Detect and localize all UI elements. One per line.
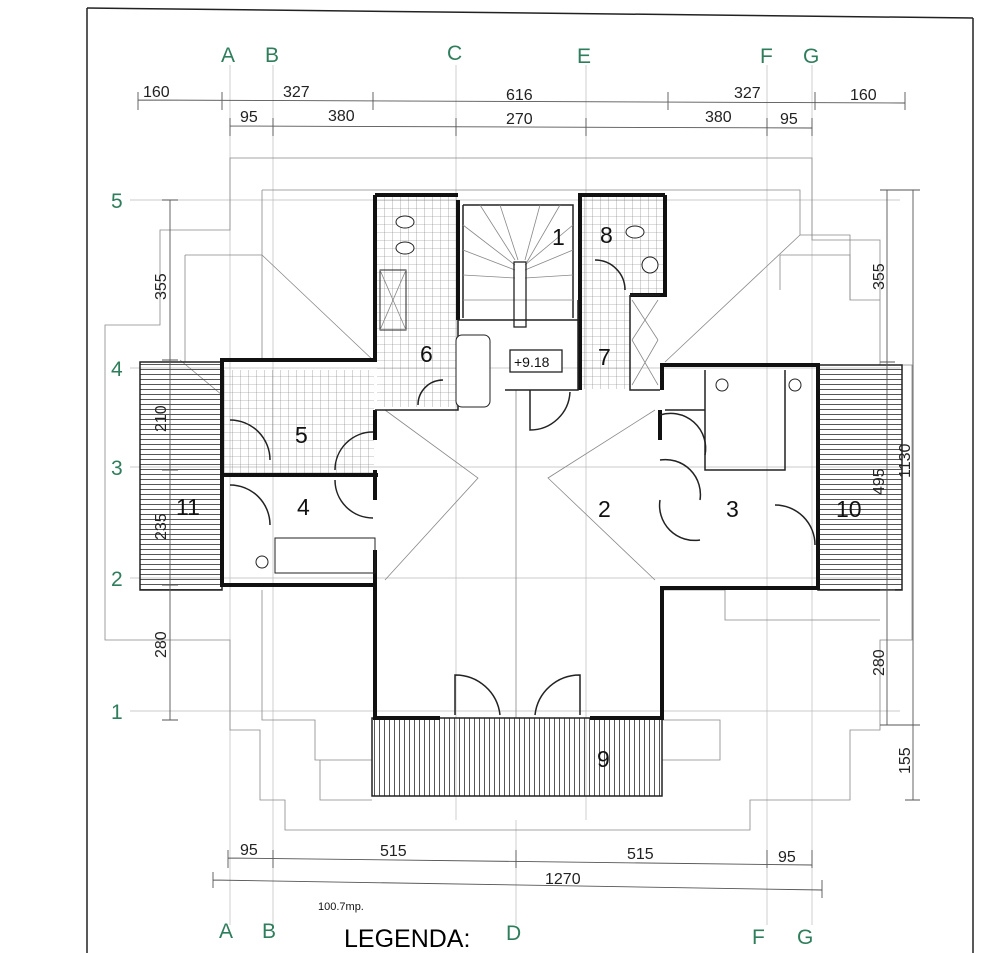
grid-label-a: A bbox=[221, 44, 235, 67]
walls bbox=[220, 193, 820, 720]
room-labels: 1 2 3 4 5 6 7 8 9 10 11 bbox=[176, 222, 862, 772]
area-label: 100.7mp. bbox=[318, 901, 364, 913]
room-4: 4 bbox=[297, 494, 310, 520]
legend-title: LEGENDA: bbox=[344, 925, 470, 953]
grid-label-d-bottom: D bbox=[506, 922, 521, 945]
grid-label-3: 3 bbox=[111, 457, 123, 480]
dim-top-outer-1: 160 bbox=[143, 84, 170, 101]
dim-top-inner-5: 95 bbox=[780, 111, 798, 128]
dim-top-inner-1: 95 bbox=[240, 109, 258, 126]
grid-label-g-bottom: G bbox=[797, 926, 813, 949]
dim-top-outer-3: 616 bbox=[506, 87, 533, 104]
room-6: 6 bbox=[420, 341, 433, 367]
balcony-10 bbox=[817, 364, 903, 591]
dim-left-2: 210 bbox=[153, 405, 170, 432]
room-2: 2 bbox=[598, 496, 611, 522]
dim-top-outer-5: 160 bbox=[850, 87, 877, 104]
grid-label-2: 2 bbox=[111, 568, 123, 591]
elevation-box bbox=[509, 349, 563, 373]
dim-top-outer-2: 327 bbox=[283, 84, 310, 101]
dim-bottom-total: 1270 bbox=[545, 871, 581, 888]
grid-label-1: 1 bbox=[111, 701, 123, 724]
fixtures bbox=[255, 215, 802, 574]
room-5: 5 bbox=[295, 422, 308, 448]
grid-label-f: F bbox=[760, 45, 773, 68]
dim-right-4: 155 bbox=[897, 747, 914, 774]
grid-label-5: 5 bbox=[111, 190, 123, 213]
dim-top-inner-3: 270 bbox=[506, 111, 533, 128]
room-1: 1 bbox=[552, 224, 565, 250]
dim-bottom-4: 95 bbox=[778, 849, 796, 866]
doors bbox=[229, 259, 816, 716]
staircase: +9.18 bbox=[462, 204, 574, 373]
dim-right-total: 1130 bbox=[897, 443, 914, 478]
grid-label-b-bottom: B bbox=[262, 920, 276, 943]
bathtub bbox=[455, 334, 491, 408]
elevation-label: +9.18 bbox=[514, 354, 550, 370]
dim-top-inner-4: 380 bbox=[705, 109, 732, 126]
dim-left-4: 280 bbox=[153, 631, 170, 658]
grid-label-e: E bbox=[577, 45, 591, 68]
dim-top-outer-4: 327 bbox=[734, 85, 761, 102]
grid-label-b: B bbox=[265, 44, 279, 67]
dim-bottom-3: 515 bbox=[627, 846, 654, 863]
toilet bbox=[395, 215, 415, 229]
dimension-lines bbox=[137, 92, 920, 898]
sheet-border bbox=[86, 7, 974, 953]
dim-left-1: 355 bbox=[153, 273, 170, 300]
room-8: 8 bbox=[600, 222, 613, 248]
balcony-9 bbox=[371, 717, 663, 797]
tiled-floors bbox=[224, 197, 664, 473]
grid-labels: A B C E F G A B D F G 5 4 3 2 1 bbox=[111, 42, 819, 949]
balcony-11 bbox=[139, 361, 223, 591]
grid-label-f-bottom: F bbox=[752, 926, 765, 949]
room-9: 9 bbox=[597, 746, 610, 772]
balconies bbox=[139, 361, 903, 797]
dim-right-1: 355 bbox=[871, 263, 888, 290]
dim-right-3: 280 bbox=[871, 649, 888, 676]
room-7: 7 bbox=[598, 344, 611, 370]
room-3: 3 bbox=[726, 496, 739, 522]
dim-bottom-1: 95 bbox=[240, 842, 258, 859]
grid-label-c: C bbox=[447, 42, 462, 65]
dim-left-3: 235 bbox=[153, 513, 170, 540]
grid-label-g: G bbox=[803, 45, 819, 68]
dim-bottom-2: 515 bbox=[380, 843, 407, 860]
room-11: 11 bbox=[176, 494, 200, 520]
dim-right-2: 495 bbox=[871, 468, 888, 495]
grid-label-a-bottom: A bbox=[219, 920, 233, 943]
grid-label-4: 4 bbox=[111, 358, 123, 381]
room-10: 10 bbox=[836, 496, 862, 522]
dimension-labels: 160 327 616 327 160 95 380 270 380 95 95… bbox=[143, 84, 914, 888]
dim-top-inner-2: 380 bbox=[328, 108, 355, 125]
